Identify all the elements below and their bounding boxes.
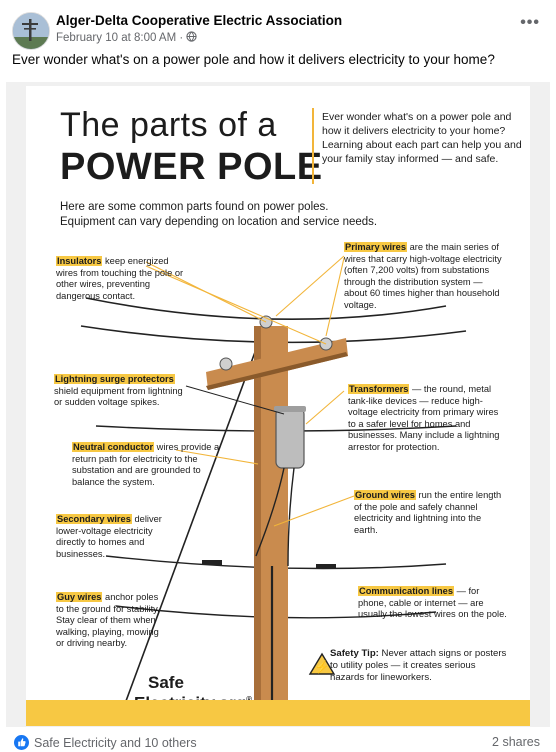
globe-icon[interactable] bbox=[186, 31, 198, 42]
callout-lightning-protectors: Lightning surge protectors shield equipm… bbox=[54, 374, 189, 409]
callout-label: Ground wires bbox=[354, 490, 416, 500]
poster-bottom-bar bbox=[26, 700, 530, 726]
title-divider bbox=[312, 108, 314, 184]
meta-separator: · bbox=[179, 32, 184, 44]
callout-neutral-conductor: Neutral conductor wires provide a return… bbox=[72, 442, 222, 488]
logo-line1: Safe bbox=[148, 673, 184, 692]
poster-subtitle-line1: Here are some common parts found on powe… bbox=[60, 201, 329, 213]
callout-text: — for phone, cable or internet — are usu… bbox=[358, 586, 507, 619]
callout-guy-wires: Guy wires anchor poles to the ground for… bbox=[56, 592, 166, 650]
post-timestamp[interactable]: February 10 at 8:00 AM bbox=[56, 32, 177, 44]
callout-text: deliver lower-voltage electricity direct… bbox=[56, 514, 162, 559]
poster-title-line1: The parts of a bbox=[60, 106, 277, 144]
safety-tip-text: Never attach signs or posters to utility… bbox=[330, 648, 507, 683]
more-dots-icon[interactable]: ••• bbox=[520, 14, 540, 31]
poster-title-line2: POWER POLE bbox=[60, 146, 323, 188]
poster-intro: Ever wonder what's on a power pole and h… bbox=[322, 111, 522, 165]
callout-text: keep energized wires from touching the p… bbox=[56, 256, 184, 301]
post-meta: February 10 at 8:00 AM · bbox=[56, 31, 198, 44]
callout-text: — the round, metal tank-like devices — r… bbox=[348, 384, 500, 452]
safety-tip: Safety Tip: Never attach signs or poster… bbox=[330, 648, 510, 684]
shares-count[interactable]: 2 shares bbox=[492, 735, 540, 749]
callout-text: run the entire length of the pole and sa… bbox=[354, 490, 502, 535]
callout-text: shield equipment from lightning or sudde… bbox=[54, 385, 183, 408]
page-name-link[interactable]: Alger-Delta Cooperative Electric Associa… bbox=[56, 13, 343, 28]
poster-subtitle-line2: Equipment can vary depending on location… bbox=[60, 216, 378, 228]
reactions-summary[interactable]: Safe Electricity and 10 others bbox=[14, 735, 197, 750]
warning-icon bbox=[308, 652, 336, 675]
power-pole-illustration: ⚡ bbox=[80, 255, 467, 711]
callout-insulators: Insulators keep energized wires from tou… bbox=[56, 256, 188, 302]
safety-tip-label: Safety Tip: bbox=[330, 648, 379, 659]
post-text: Ever wonder what's on a power pole and h… bbox=[12, 52, 495, 67]
page-avatar[interactable] bbox=[12, 12, 50, 50]
callout-text: wires provide a return path for electric… bbox=[72, 442, 220, 487]
like-icon bbox=[14, 735, 29, 750]
callout-label: Insulators bbox=[56, 256, 103, 266]
logo-mark: ® bbox=[246, 695, 252, 704]
callout-label: Transformers bbox=[348, 384, 410, 394]
callout-text: are the main series of wires that carry … bbox=[344, 242, 502, 310]
callout-primary-wires: Primary wires are the main series of wir… bbox=[344, 242, 504, 311]
svg-text:⚡: ⚡ bbox=[315, 660, 330, 674]
callout-communication-lines: Communication lines — for phone, cable o… bbox=[358, 586, 508, 621]
reactions-text[interactable]: Safe Electricity and 10 others bbox=[34, 735, 197, 750]
callout-label: Guy wires bbox=[56, 592, 103, 602]
callout-transformers: Transformers — the round, metal tank-lik… bbox=[348, 384, 503, 453]
callout-label: Secondary wires bbox=[56, 514, 132, 524]
callout-label: Communication lines bbox=[358, 586, 455, 596]
callout-label: Lightning surge protectors bbox=[54, 374, 175, 384]
callout-label: Neutral conductor bbox=[72, 442, 155, 452]
callout-ground-wires: Ground wires run the entire length of th… bbox=[354, 490, 504, 536]
power-pole-infographic[interactable]: ⚡ The parts of a POWER POLE Ever wonder … bbox=[26, 86, 530, 726]
poster-subtitle: Here are some common parts found on powe… bbox=[60, 200, 480, 230]
callout-secondary-wires: Secondary wires deliver lower-voltage el… bbox=[56, 514, 176, 560]
callout-text: anchor poles to the ground for stability… bbox=[56, 592, 160, 648]
callout-label: Primary wires bbox=[344, 242, 407, 252]
avatar-image bbox=[13, 13, 49, 49]
